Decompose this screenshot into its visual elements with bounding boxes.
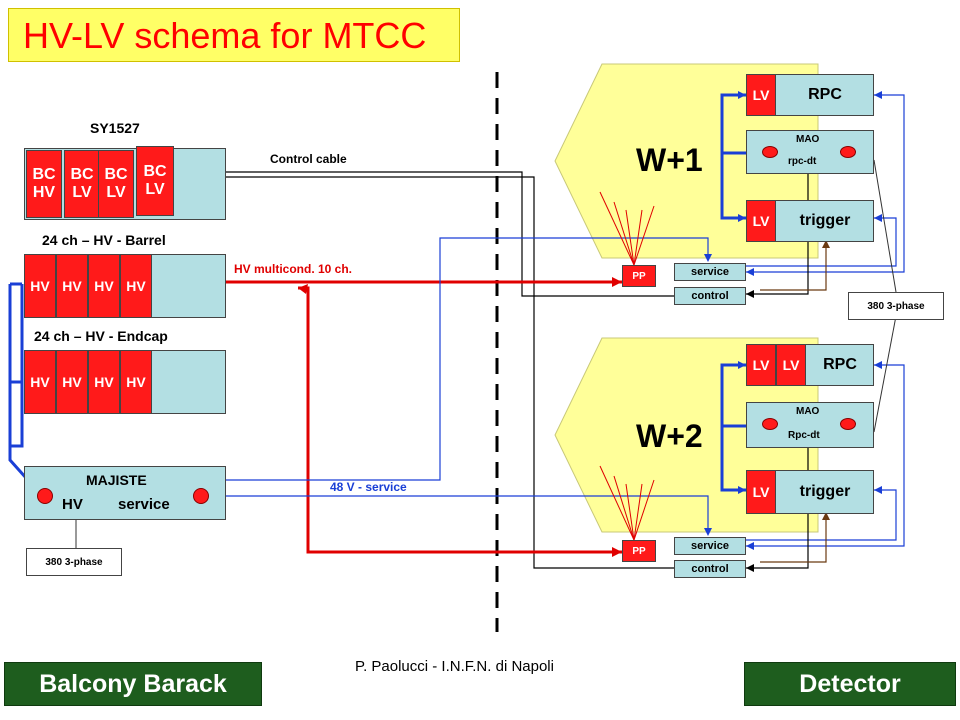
barrel-hv-2: HV (56, 254, 88, 318)
majiste-service-connector-icon (193, 488, 209, 504)
footer-detector: Detector (744, 662, 956, 706)
w2-lv-rpc-2: LV (776, 344, 806, 386)
service-48v-label: 48 V - service (330, 480, 407, 494)
w2-service-box: service (674, 537, 746, 555)
w1-pp-box: PP (622, 265, 656, 287)
barrel-hv-3: HV (88, 254, 120, 318)
majiste-box (24, 466, 226, 520)
hv-multicond-label: HV multicond. 10 ch. (234, 262, 353, 276)
endcap-hv-3: HV (88, 350, 120, 414)
w2-lv-trigger: LV (746, 470, 776, 514)
w1-control-box: control (674, 287, 746, 305)
footer-balcony-barack: Balcony Barack (4, 662, 262, 706)
w1-mao-sub-label: rpc-dt (788, 156, 817, 167)
w1-service-box: service (674, 263, 746, 281)
w2-mao-right-connector-icon (840, 418, 856, 430)
wheel-w1-label: W+1 (636, 142, 703, 178)
phase-box-left: 380 3-phase (26, 548, 122, 576)
w1-mao-right-connector-icon (840, 146, 856, 158)
majiste-hv-connector-icon (37, 488, 53, 504)
barrel-label: 24 ch – HV - Barrel (42, 232, 166, 248)
w1-lv-rpc: LV (746, 74, 776, 116)
wheel-w2-label: W+2 (636, 418, 703, 454)
majiste-hv-link (8, 284, 46, 500)
control-cable-label: Control cable (270, 152, 347, 166)
w1-mao-left-connector-icon (762, 146, 778, 158)
footer-author: P. Paolucci - I.N.F.N. di Napoli (355, 658, 554, 675)
majiste-service-label: service (118, 496, 170, 513)
barrel-hv-1: HV (24, 254, 56, 318)
majiste-hv-label: HV (62, 496, 83, 513)
endcap-hv-4: HV (120, 350, 152, 414)
w2-pp-box: PP (622, 540, 656, 562)
w2-mao-left-connector-icon (762, 418, 778, 430)
majiste-title: MAJISTE (86, 472, 147, 488)
phase-box-right: 380 3-phase (848, 292, 944, 320)
w2-mao-label: MAO (796, 406, 820, 417)
w2-lv-rpc-1: LV (746, 344, 776, 386)
w1-mao-label: MAO (796, 134, 820, 145)
control-cable-line (178, 176, 744, 569)
w2-control-box: control (674, 560, 746, 578)
sy1527-label: SY1527 (90, 120, 140, 136)
service-48v-line (208, 495, 709, 530)
w2-mao-sub-label: Rpc-dt (788, 430, 820, 441)
barrel-hv-4: HV (120, 254, 152, 318)
endcap-hv-1: HV (24, 350, 56, 414)
endcap-hv-2: HV (56, 350, 88, 414)
w1-lv-trigger: LV (746, 200, 776, 242)
page-title: HV-LV schema for MTCC (8, 8, 460, 62)
endcap-label: 24 ch – HV - Endcap (34, 328, 168, 344)
